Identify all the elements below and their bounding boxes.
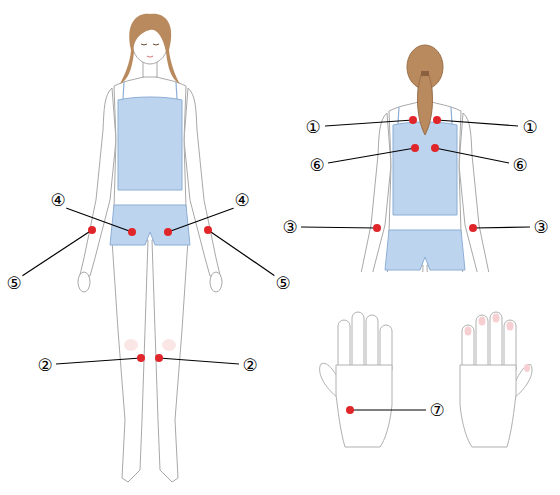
back-figure	[353, 45, 497, 272]
callout-number: ③	[281, 219, 298, 236]
callout-number: ①	[304, 119, 321, 136]
callout-number: ②	[36, 357, 53, 374]
front-figure	[78, 14, 222, 482]
callout-number: ①	[521, 119, 538, 136]
callout-number: ②	[241, 357, 258, 374]
point-markers	[88, 116, 477, 414]
callout-number: ⑤	[274, 275, 291, 292]
callout-number: ⑥	[511, 157, 528, 174]
callout-number: ⑥	[308, 157, 325, 174]
palm-hand	[320, 312, 392, 447]
callout-number: ⑦	[428, 402, 445, 419]
callout-number: ④	[49, 192, 66, 209]
callout-number: ⑤	[5, 275, 22, 292]
back-hand	[460, 312, 532, 447]
callout-number: ④	[233, 192, 250, 209]
leader-lines	[22, 120, 530, 410]
callout-number: ③	[532, 219, 549, 236]
